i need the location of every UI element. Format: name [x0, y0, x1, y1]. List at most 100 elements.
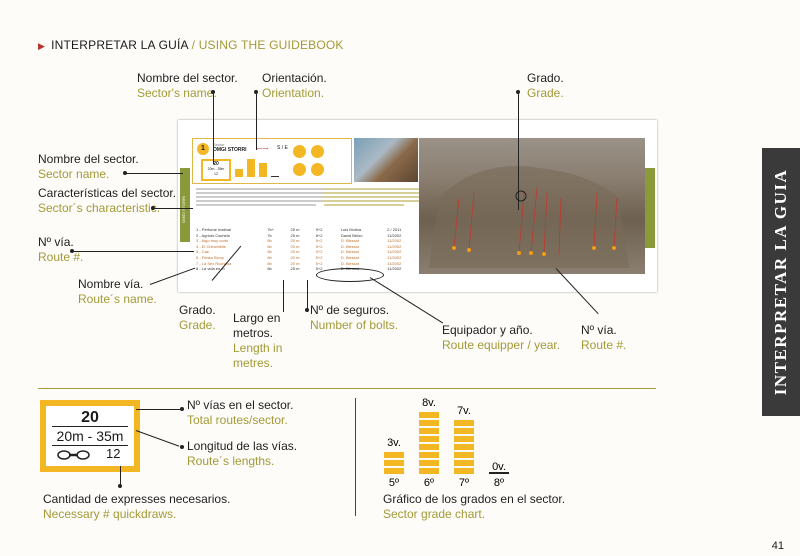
guidebook-sector-name: OMGI STORRI	[213, 147, 247, 153]
side-tab: INTERPRETAR LA GUIA	[762, 148, 800, 416]
page-number: 41	[771, 540, 784, 552]
guidebook-route-cell-year: 11/2002	[387, 232, 402, 238]
guidebook-arrows-icon: ⟵⟶	[257, 146, 269, 151]
grade-bar-segment	[419, 420, 439, 426]
label-route-number-right: Nº vía.Route #.	[581, 323, 627, 352]
label-grade-top: Grado.Grade.	[527, 71, 564, 100]
label-bolts: Nº de seguros.Number of bolts.	[310, 303, 399, 332]
label-characteristics: Características del sector.Sector´s char…	[38, 186, 177, 215]
guidebook-route-cell-equip: David Beloú	[340, 232, 363, 238]
guidebook-description	[196, 186, 346, 208]
guidebook-mini-draws: 12	[214, 172, 218, 176]
label-route-name: Nombre vía.Route´s name.	[78, 277, 157, 306]
guidebook-route-cell-year: 11/2002	[387, 266, 402, 272]
guidebook-route-cell-bolts: 5+2	[315, 249, 323, 255]
guidebook-route-cell-equip: D. Biessot	[340, 249, 360, 255]
guidebook-route-cell-grade: 7b+	[267, 227, 275, 232]
guidebook-route-cell-equip: D. Biessot	[340, 238, 360, 244]
grade-value-label: 8v.	[422, 397, 436, 409]
label-equipper: Equipador y año.Route equipper / year.	[442, 323, 561, 352]
guidebook-access-icon	[311, 145, 324, 158]
guidebook-route-cell-bolts: 5+2	[315, 266, 323, 272]
label-sector-name-top: Nombre del sector.Sector's name.	[137, 71, 238, 100]
guidebook-route-cell-grade: 6b	[267, 266, 272, 272]
guidebook-stripe-text: OMGI STORRI	[181, 196, 186, 223]
guidebook-route-cell-len: 20 m	[290, 249, 300, 255]
grade-category-label: 7º	[459, 477, 469, 489]
guidebook-route-cell-len: 25 m	[290, 232, 300, 238]
grade-category-label: 8º	[494, 477, 504, 489]
grade-bar-zero	[489, 472, 509, 474]
grade-bar-segment	[419, 412, 439, 418]
guidebook-route-lines	[429, 166, 629, 268]
guidebook-crag-photo	[419, 138, 645, 274]
guidebook-route-cell-len: 20 m	[290, 243, 300, 249]
guidebook-route-cell-len: 20 m	[290, 260, 300, 266]
guidebook-route-cell-year: 11/2002	[387, 243, 402, 249]
grade-bar-segment	[384, 468, 404, 474]
guidebook-route-cell-len: 25 m	[290, 227, 300, 232]
guidebook-route-cell-name: 7 - La Sex Rochana	[196, 260, 232, 266]
grade-bar-segment	[419, 444, 439, 450]
grade-value-label: 3v.	[387, 437, 401, 449]
guidebook-route-cell-bolts: 5+2	[315, 260, 323, 266]
quickdraw-icon	[57, 450, 90, 460]
legend-box: 20 20m - 35m 12	[40, 400, 140, 472]
legend-quickdraws: 12	[106, 446, 121, 461]
guidebook-route-cell-grade: 6b	[267, 254, 272, 260]
guidebook-route-cell-equip: Luis Molina	[340, 227, 362, 232]
header-es: INTERPRETAR LA GUÍA	[51, 38, 189, 52]
triangle-bullet-icon: ▶	[38, 41, 46, 51]
guidebook-rock-icon	[311, 163, 324, 176]
guidebook-route-cell-bolts: 5+2	[315, 254, 323, 260]
equipper-highlight-ellipse	[316, 268, 384, 282]
guidebook-mini-legend: 20 20m - 35m 12	[201, 159, 231, 181]
guidebook-route-cell-bolts: 9+2	[315, 227, 323, 232]
grade-bar-segment	[454, 452, 474, 458]
guidebook-route-cell-grade: 6b	[267, 238, 272, 244]
guidebook-sector-box: 1 Sector OMGI STORRI ⟵⟶ S / E 20 20m - 3…	[192, 138, 352, 184]
guidebook-route-cell-grade: 6b	[267, 243, 272, 249]
grade-bar-segment	[454, 428, 474, 434]
grade-value-label: 7v.	[457, 405, 471, 417]
legend-range: 20m - 35m	[56, 428, 124, 444]
guidebook-sector-number: 1	[197, 143, 209, 155]
guidebook-sample: OMGI STORRI 1 Sector OMGI STORRI ⟵⟶ S / …	[178, 120, 657, 292]
guidebook-mini-range: 20m - 35m	[207, 167, 225, 171]
guidebook-route-cell-bolts: 5+2	[315, 243, 323, 249]
grade-bar-segment	[419, 428, 439, 434]
guidebook-route-cell-year: 2 / 2011	[387, 227, 402, 232]
grade-bar-segment	[454, 444, 474, 450]
label-route-number: Nº vía.Route #.	[38, 235, 84, 264]
grade-bar-segment	[454, 420, 474, 426]
guidebook-route-cell-grade: 6b	[267, 249, 272, 255]
legend-grade-chart: Gráfico de los grados en el sector.Secto…	[383, 492, 566, 521]
legend-total-routes: Nº vías en el sector.Total routes/sector…	[187, 398, 294, 427]
guidebook-route-cell-len: 20 m	[290, 254, 300, 260]
guidebook-orientation: S / E	[277, 145, 288, 151]
vertical-divider	[355, 398, 356, 516]
header-separator: /	[188, 38, 199, 52]
grade-bar-segment	[384, 460, 404, 466]
guidebook-sector-label: Sector	[213, 142, 225, 147]
guidebook-family-icon	[293, 163, 306, 176]
guidebook-left-stripe: OMGI STORRI	[180, 168, 190, 242]
guidebook-route-cell-year: 11/2002	[387, 260, 402, 266]
guidebook-mini-grade-chart	[235, 159, 279, 177]
guidebook-route-cell-name: 8 - La vida en el	[196, 266, 225, 272]
guidebook-route-cell-name: 6 - Fiesta Sicop	[196, 254, 224, 260]
guidebook-route-cell-len: 25 m	[290, 266, 300, 272]
guidebook-route-cell-bolts: 8+2	[315, 232, 323, 238]
grade-bar-segment	[419, 452, 439, 458]
guidebook-route-cell-equip: D. Biessot	[340, 260, 360, 266]
guidebook-sun-icon	[293, 145, 306, 158]
guidebook-route-cell-year: 11/2002	[387, 254, 402, 260]
guidebook-route-cell-grade: 7b	[267, 232, 272, 238]
